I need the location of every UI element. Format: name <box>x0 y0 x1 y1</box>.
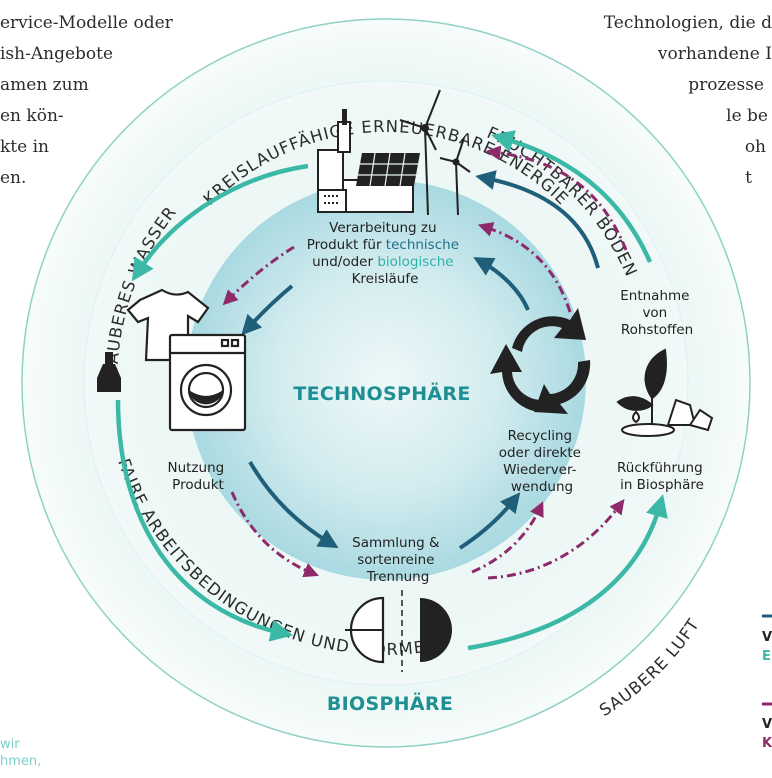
left-paragraph: ervice-Modelle oder ish-Angebote amen zu… <box>0 8 173 194</box>
label-processing-line3: und/oder biologische <box>312 254 453 270</box>
arrow-teal-bottom-left <box>115 399 293 642</box>
label-collection: Sammlung & sortenreine Trennung <box>352 535 444 585</box>
wind-turbine-icon <box>399 89 471 216</box>
highlight-technical: technische <box>386 237 459 253</box>
legend-fragment: V <box>762 717 772 732</box>
arrow-purple-to-recycling <box>471 501 544 574</box>
arrow-purple-recycle-up <box>477 222 572 313</box>
right-paragraph-line: Technologien, die d <box>603 13 772 33</box>
label-processing-line: Kreisläufe <box>352 271 419 287</box>
arrow-blue-to-collection <box>248 460 339 549</box>
arrow-purple-top-left <box>222 245 295 306</box>
arrow-blue-to-recycling <box>458 492 521 550</box>
right-paragraph-line: prozesse <box>688 75 764 95</box>
left-paragraph-line: en. <box>0 168 27 188</box>
biosphere-title: BIOSPHÄRE <box>327 691 453 715</box>
left-paragraph-line: en kön- <box>0 106 64 126</box>
right-paragraph-line: oh <box>744 137 766 157</box>
label-processing: Verarbeitung zu Produkt für technische u… <box>307 220 464 287</box>
right-paragraph-line: t <box>745 168 752 188</box>
technosphere-title: TECHNOSPHÄRE <box>293 381 470 405</box>
arrow-teal-top-left <box>131 163 309 282</box>
arrow-purple-to-collection <box>230 491 319 578</box>
footnote-fragment: wir <box>0 737 20 752</box>
arrow-purple-to-biosphere <box>487 499 625 580</box>
crystal-icon <box>666 398 714 432</box>
right-paragraph-line: le be <box>726 106 768 126</box>
highlight-biological: biologische <box>377 254 453 270</box>
label-extraction: Entnahme von Rohstoffen <box>620 288 694 338</box>
label-recycling: Recycling oder direkte Wiederver- wendun… <box>499 428 586 495</box>
arrow-teal-top-right <box>491 130 653 263</box>
legend-fragment: E <box>762 649 771 664</box>
left-paragraph-line: ish-Angebote <box>0 44 114 64</box>
right-paragraph: Technologien, die d vorhandene I prozess… <box>604 8 772 194</box>
split-circle-icon <box>345 590 452 672</box>
label-usage: Nutzung Produkt <box>167 460 228 493</box>
label-processing-line: Verarbeitung zu <box>329 220 436 236</box>
arrow-blue-recycle-up <box>473 257 530 311</box>
recycle-icon <box>490 308 591 414</box>
arrow-purple-top-right <box>485 145 628 251</box>
footnote-fragment: hmen, <box>0 754 42 769</box>
left-paragraph-line: ervice-Modelle oder <box>0 13 173 33</box>
factory-icon <box>317 109 414 213</box>
arrow-blue-extraction <box>475 170 600 269</box>
left-paragraph-line: amen zum <box>0 75 89 95</box>
bottle-icon <box>97 352 121 392</box>
label-processing-line2: Produkt für technische <box>307 237 459 253</box>
arrow-blue-to-product <box>241 284 294 336</box>
legend-fragment: K <box>762 736 772 751</box>
left-paragraph-line: kte in <box>0 137 49 157</box>
washing-machine-icon <box>168 333 247 432</box>
plant-icon <box>616 348 675 437</box>
label-return: Rückführung in Biosphäre <box>617 460 707 493</box>
arrow-teal-bottom-right <box>467 494 668 651</box>
technosphere-circle <box>186 180 586 580</box>
solar-panel-icon <box>356 152 420 187</box>
legend-fragment: V <box>762 630 772 645</box>
right-paragraph-line: vorhandene I <box>657 44 772 64</box>
